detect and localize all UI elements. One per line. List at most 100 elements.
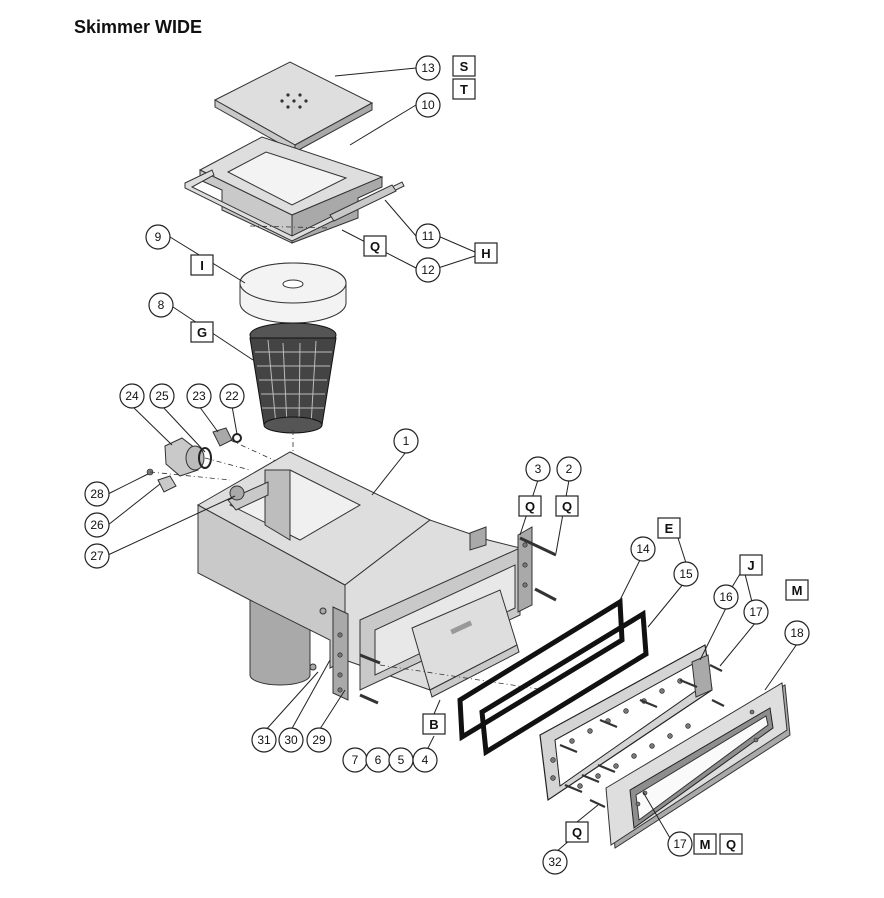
svg-text:2: 2	[566, 462, 573, 476]
svg-text:J: J	[747, 558, 754, 573]
tag-M-part17: M	[693, 833, 717, 855]
svg-text:11: 11	[422, 229, 435, 243]
svg-text:12: 12	[421, 263, 435, 277]
svg-text:M: M	[700, 837, 711, 852]
svg-text:Q: Q	[370, 239, 380, 254]
face-plate-part-18	[605, 682, 791, 849]
svg-text:32: 32	[548, 855, 562, 869]
svg-text:1: 1	[403, 434, 410, 448]
svg-text:15: 15	[679, 567, 693, 581]
callout-2: 2	[556, 456, 582, 482]
tag-I: I	[190, 254, 214, 276]
svg-text:T: T	[460, 82, 468, 97]
callout-32: 32	[542, 849, 568, 875]
svg-text:25: 25	[155, 389, 169, 403]
svg-text:H: H	[481, 246, 490, 261]
tag-S: S	[452, 55, 476, 77]
diagram-title: Skimmer WIDE	[74, 17, 203, 37]
callout-26: 26	[84, 512, 110, 538]
svg-text:26: 26	[90, 518, 104, 532]
svg-text:4: 4	[422, 753, 429, 767]
callout-8: 8	[148, 292, 174, 318]
svg-text:B: B	[429, 717, 438, 732]
callout-23: 23	[186, 383, 212, 409]
svg-text:S: S	[460, 59, 469, 74]
svg-text:9: 9	[155, 230, 162, 244]
tag-E: E	[657, 517, 681, 539]
svg-text:Q: Q	[525, 499, 535, 514]
callout-22: 22	[219, 383, 245, 409]
callout-25: 25	[149, 383, 175, 409]
tag-Q-part3: Q	[518, 495, 542, 517]
svg-text:24: 24	[125, 389, 139, 403]
tag-B: B	[422, 713, 446, 735]
callout-30: 30	[278, 727, 304, 753]
svg-text:E: E	[665, 521, 674, 536]
callout-13: 13	[415, 55, 441, 81]
svg-text:13: 13	[421, 61, 435, 75]
screws-group-top-right	[359, 536, 557, 705]
svg-text:27: 27	[90, 549, 104, 563]
weir-cap-part-9	[239, 262, 347, 324]
tag-M-part18: M	[785, 579, 809, 601]
tag-Q-part32: Q	[565, 821, 589, 843]
callout-14: 14	[630, 536, 656, 562]
svg-text:8: 8	[158, 298, 165, 312]
callout-10: 10	[415, 92, 441, 118]
svg-text:M: M	[792, 583, 803, 598]
svg-text:14: 14	[636, 542, 650, 556]
fittings-group	[146, 427, 279, 493]
tag-G: G	[190, 321, 214, 343]
callout-12: 12	[415, 257, 441, 283]
callout-15: 15	[673, 561, 699, 587]
svg-text:Q: Q	[572, 825, 582, 840]
callout-31: 31	[251, 727, 277, 753]
screws-part-32	[559, 664, 725, 808]
gasket-part-14	[457, 597, 625, 742]
callout-3: 3	[525, 456, 551, 482]
tag-J: J	[739, 554, 763, 576]
svg-text:6: 6	[375, 753, 382, 767]
callout-6: 6	[365, 747, 391, 773]
svg-text:5: 5	[398, 753, 405, 767]
svg-text:22: 22	[225, 389, 239, 403]
tag-Q-top: Q	[363, 235, 387, 257]
svg-text:10: 10	[421, 98, 435, 112]
svg-text:16: 16	[719, 590, 733, 604]
svg-text:Q: Q	[726, 837, 736, 852]
weir-flap-part-4	[411, 589, 520, 698]
svg-text:31: 31	[257, 733, 271, 747]
clamp-frame-part-16	[539, 644, 713, 802]
callout-24: 24	[119, 383, 145, 409]
callout-27: 27	[84, 543, 110, 569]
collar-part-10	[184, 136, 405, 244]
callout-5: 5	[388, 747, 414, 773]
gasket-part-15	[479, 609, 649, 757]
svg-text:3: 3	[535, 462, 542, 476]
svg-text:30: 30	[284, 733, 298, 747]
callout-17-top: 17	[743, 599, 769, 625]
svg-text:23: 23	[192, 389, 206, 403]
callout-11: 11	[415, 223, 441, 249]
callout-18: 18	[784, 620, 810, 646]
svg-text:17: 17	[749, 605, 763, 619]
callout-4: 4	[412, 747, 438, 773]
svg-text:I: I	[200, 258, 204, 273]
lid-part-13	[213, 61, 374, 153]
callout-1: 1	[393, 428, 419, 454]
callout-9: 9	[145, 224, 171, 250]
svg-text:G: G	[197, 325, 207, 340]
basket-part-8	[249, 322, 337, 470]
svg-text:29: 29	[312, 733, 326, 747]
callout-16: 16	[713, 584, 739, 610]
tag-T: T	[452, 78, 476, 100]
tag-H: H	[474, 242, 498, 264]
callout-28: 28	[84, 481, 110, 507]
svg-text:18: 18	[790, 626, 804, 640]
svg-text:7: 7	[352, 753, 359, 767]
tag-Q-part17: Q	[719, 833, 743, 855]
callout-7: 7	[342, 747, 368, 773]
svg-text:17: 17	[673, 837, 687, 851]
